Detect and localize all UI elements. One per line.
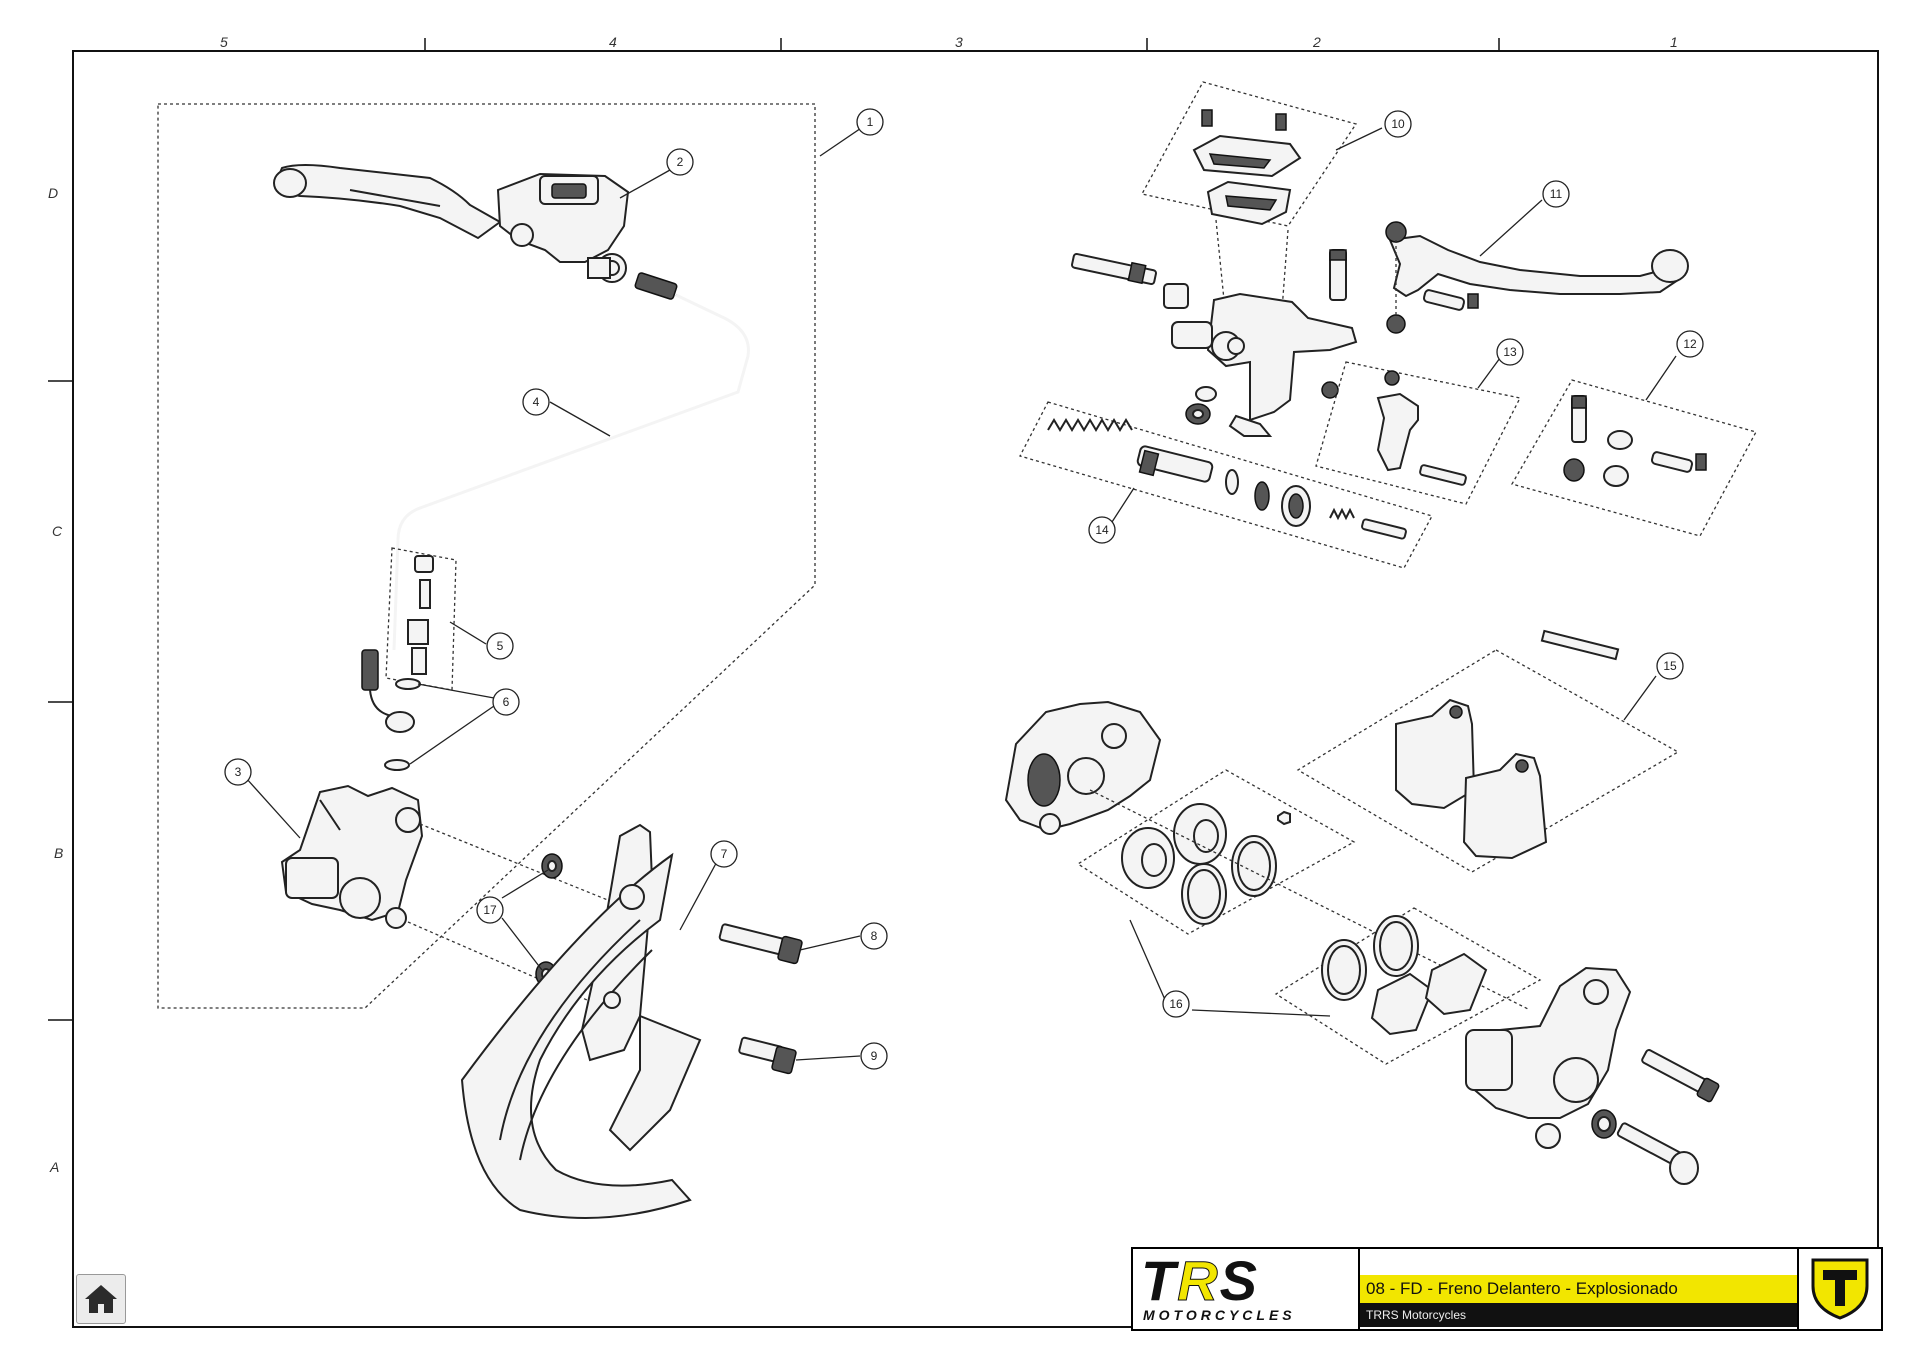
svg-text:5: 5	[497, 639, 504, 653]
callout-7: 7	[710, 840, 738, 868]
piston-kit-part	[1047, 418, 1407, 540]
brake-caliper-part	[280, 784, 424, 929]
brake-hose-part	[361, 272, 750, 717]
assembly-boundary-12	[1511, 379, 1757, 537]
callout-8: 8	[860, 922, 888, 950]
svg-text:6: 6	[503, 695, 510, 709]
caliper-piston-part	[1321, 915, 1488, 1036]
callout-10: 10	[1384, 110, 1412, 138]
column-label-3: 3	[955, 34, 963, 50]
brake-pad-part	[1395, 629, 1620, 860]
assembly-boundary-15	[1296, 649, 1680, 873]
caliper-half-part	[1004, 700, 1162, 835]
callout-1: 1	[856, 108, 884, 136]
callout-3: 3	[224, 758, 252, 786]
column-label-2: 2	[1312, 34, 1321, 50]
column-label-5: 5	[220, 34, 228, 50]
callout-6: 6	[492, 688, 520, 716]
callout-4: 4	[522, 388, 550, 416]
banjo-bolt-part	[407, 555, 434, 675]
home-icon	[85, 1285, 117, 1313]
svg-text:8: 8	[871, 929, 878, 943]
logo-letter-s: S	[1219, 1249, 1260, 1312]
svg-text:10: 10	[1391, 117, 1405, 131]
assembly-boundary-13	[1315, 361, 1521, 505]
callout-14: 14	[1088, 516, 1116, 544]
assembly-boundary-1	[157, 103, 816, 1009]
row-label-c: C	[52, 523, 63, 539]
callout-9: 9	[860, 1042, 888, 1070]
assembly-boundary-5	[385, 547, 457, 691]
svg-text:13: 13	[1503, 345, 1517, 359]
column-ticks	[424, 38, 1500, 51]
caliper-half-b-part	[1465, 966, 1632, 1149]
company-name: TRRS Motorcycles	[1360, 1303, 1797, 1327]
svg-text:1: 1	[867, 115, 874, 129]
logo-letter-t: T	[1141, 1249, 1178, 1312]
row-label-d: D	[48, 185, 58, 201]
svg-text:7: 7	[721, 847, 728, 861]
pushrod-part	[1376, 370, 1467, 486]
row-ticks	[48, 380, 73, 1021]
svg-text:16: 16	[1169, 997, 1183, 1011]
bleed-nipple-part	[1071, 252, 1189, 309]
row-label-a: A	[49, 1159, 59, 1175]
logo-letter-r: R	[1177, 1249, 1220, 1312]
svg-text:3: 3	[235, 765, 242, 779]
brake-lever-part	[273, 164, 502, 240]
master-cylinder-body-part	[1171, 249, 1358, 437]
svg-text:4: 4	[533, 395, 540, 409]
callout-5: 5	[486, 632, 514, 660]
assembly-boundary-16a	[1076, 769, 1356, 935]
row-label-b: B	[54, 845, 63, 861]
callout-16: 16	[1162, 990, 1190, 1018]
svg-text:12: 12	[1683, 337, 1697, 351]
svg-text:2: 2	[677, 155, 684, 169]
svg-text:15: 15	[1663, 659, 1677, 673]
drawing-title: 08 - FD - Freno Delantero - Explosionado	[1360, 1275, 1797, 1303]
trrs-logo: TRS MOTORCYCLES	[1133, 1249, 1360, 1329]
trrs-emblem-icon	[1797, 1249, 1881, 1329]
copper-washer-part	[384, 678, 421, 771]
pivot-bolt-part	[1563, 395, 1707, 487]
svg-text:9: 9	[871, 1049, 878, 1063]
home-button[interactable]	[76, 1274, 126, 1324]
right-brake-lever-part	[1385, 221, 1689, 334]
reservoir-cap-part	[1192, 109, 1302, 226]
callout-12: 12	[1676, 330, 1704, 358]
disc-guard-part	[460, 823, 702, 1219]
column-label-1: 1	[1670, 34, 1678, 50]
svg-text:17: 17	[483, 903, 497, 917]
logo-subtitle: MOTORCYCLES	[1143, 1307, 1296, 1323]
callout-15: 15	[1656, 652, 1684, 680]
title-text-area: 08 - FD - Freno Delantero - Explosionado…	[1360, 1249, 1797, 1329]
drawing-frame	[72, 50, 1879, 1328]
caliper-seal-part	[1121, 803, 1291, 925]
svg-text:11: 11	[1550, 187, 1563, 201]
leader-lines	[245, 121, 1677, 1061]
callout-2: 2	[666, 148, 694, 176]
logo-wordmark: TRS	[1141, 1249, 1260, 1312]
column-label-4: 4	[609, 34, 617, 50]
title-block: TRS MOTORCYCLES 08 - FD - Freno Delanter…	[1131, 1247, 1883, 1331]
callout-13: 13	[1496, 338, 1524, 366]
right-caliper-bolt-part	[1591, 1049, 1720, 1185]
master-cylinder-part	[496, 172, 630, 283]
callout-11: 11	[1542, 180, 1570, 208]
caliper-bolt-part	[718, 923, 803, 1075]
callout-17: 17	[476, 896, 504, 924]
o-ring-part	[1185, 381, 1339, 425]
svg-text:14: 14	[1095, 523, 1109, 537]
